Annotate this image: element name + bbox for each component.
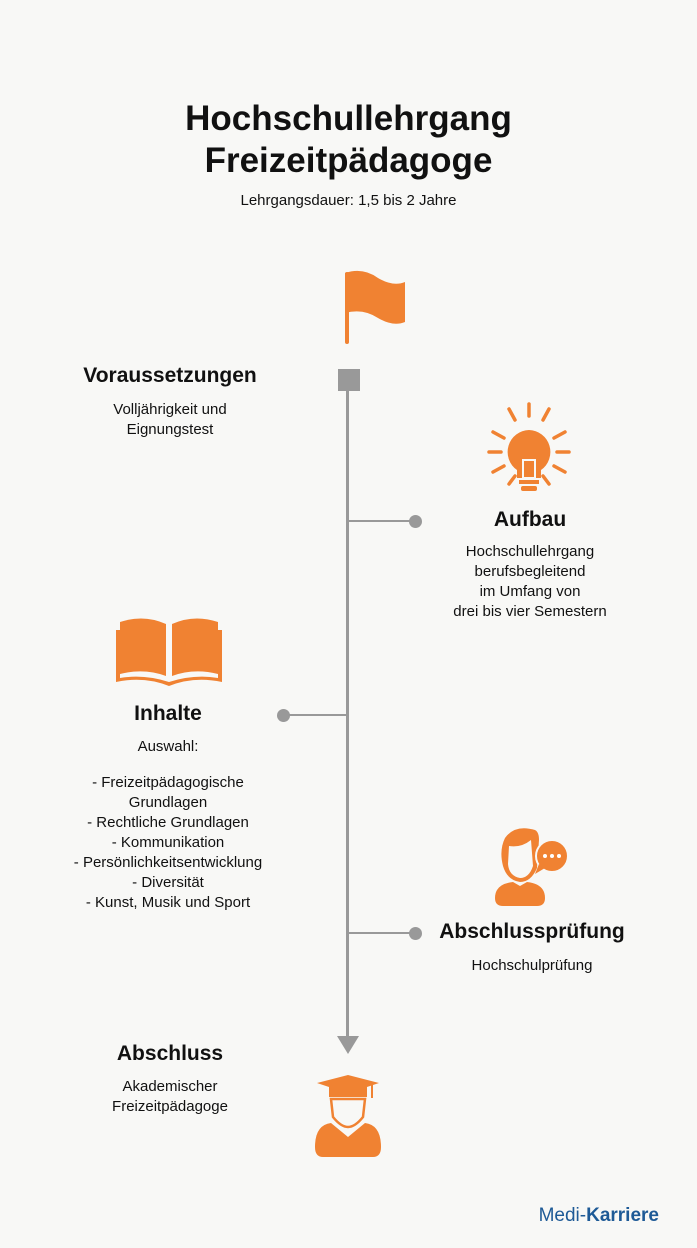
branch-dot <box>409 515 422 528</box>
text-line: drei bis vier Semestern <box>453 603 607 620</box>
text-line: Volljährigkeit und <box>113 401 227 418</box>
duration-subtitle: Lehrgangsdauer: 1,5 bis 2 Jahre <box>240 192 457 209</box>
step-heading-aufbau: Aufbau <box>493 508 567 531</box>
step-heading-inhalte: Inhalte <box>134 702 202 725</box>
text-line: Hochschulprüfung <box>471 957 593 974</box>
text-line: - Kommunikation <box>111 834 225 851</box>
text-line: - Diversität <box>132 874 204 891</box>
graduate-icon <box>315 1075 381 1157</box>
text-line: Grundlagen <box>128 794 208 811</box>
step-text-abschlusspruefung: Hochschulprüfung <box>382 956 682 976</box>
text-line: - Kunst, Musik und Sport <box>85 894 251 911</box>
title-line-1: Hochschullehrgang <box>185 99 512 138</box>
step-heading-abschluss: Abschluss <box>116 1042 224 1065</box>
timeline-arrow <box>337 1036 359 1054</box>
step-heading-voraussetzungen: Voraussetzungen <box>83 364 257 387</box>
timeline-line <box>346 385 349 1040</box>
medi-karriere-logo: Medi-Karriere <box>539 1205 659 1227</box>
timeline-start-square <box>338 369 360 391</box>
book-icon <box>116 618 222 686</box>
lightbulb-icon <box>487 402 571 491</box>
text-line: Eignungstest <box>126 421 214 438</box>
text-line: Auswahl: <box>137 738 199 755</box>
text-line: Hochschullehrgang <box>465 543 595 560</box>
text-line: - Persönlichkeitsentwicklung <box>73 854 263 871</box>
branch-aufbau <box>348 520 413 522</box>
person-speech-icon <box>495 828 569 906</box>
text-line: - Rechtliche Grundlagen <box>87 814 249 831</box>
text-line: Akademischer <box>122 1078 218 1095</box>
branch-dot <box>409 927 422 940</box>
text-line: - Freizeitpädagogische <box>92 774 244 791</box>
title-line-2: Freizeitpädagoge <box>204 141 493 180</box>
text-line: im Umfang von <box>479 583 581 600</box>
branch-pruefung <box>348 932 413 934</box>
logo-part-1: Medi- <box>538 1205 587 1226</box>
step-heading-abschlusspruefung: Abschlussprüfung <box>439 920 625 943</box>
flag-icon <box>345 270 405 344</box>
branch-inhalte <box>286 714 348 716</box>
logo-part-2: Karriere <box>586 1205 659 1226</box>
text-line: Freizeitpädagoge <box>112 1098 228 1115</box>
step-text-aufbau: Hochschullehrgang berufsbegleitend im Umfa… <box>380 542 680 622</box>
text-line: berufsbegleitend <box>474 563 586 580</box>
branch-dot <box>277 709 290 722</box>
